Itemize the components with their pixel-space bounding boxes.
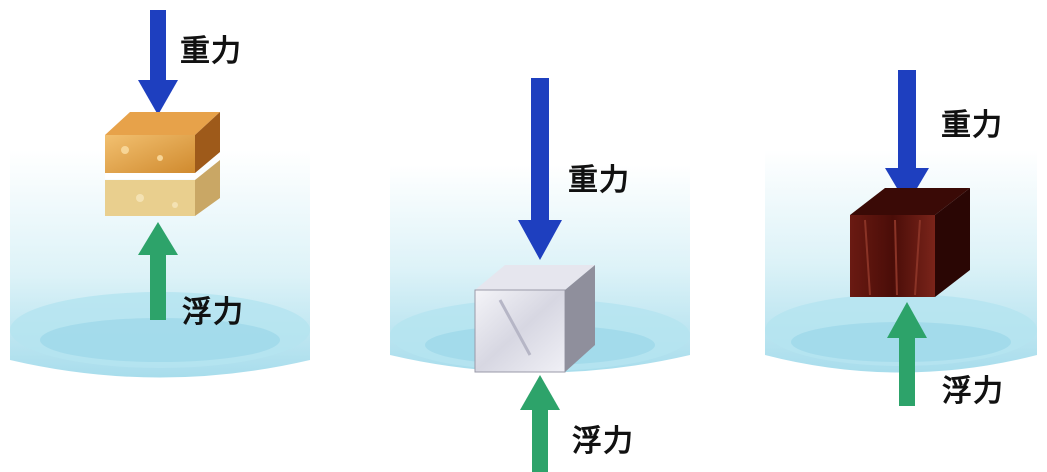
gravity-arrow <box>138 10 178 115</box>
panel-ice-cube: 重力 浮力 <box>380 0 700 472</box>
buoyancy-arrow <box>887 302 927 406</box>
dark-wood-cube <box>850 188 970 297</box>
buoyancy-label: 浮力 <box>572 424 634 459</box>
panel-wood-block: 重力 浮力 <box>0 0 330 472</box>
gravity-arrow <box>518 78 562 260</box>
buoyancy-arrow <box>520 375 560 472</box>
gravity-label: 重力 <box>941 108 1003 143</box>
gravity-arrow <box>885 70 929 205</box>
gravity-label: 重力 <box>180 34 242 69</box>
wood-block <box>105 112 220 216</box>
ice-cube <box>474 265 595 373</box>
panel-2-drawing <box>390 78 690 472</box>
buoyancy-label: 浮力 <box>942 374 1004 409</box>
panel-1-drawing <box>10 10 310 378</box>
buoyancy-arrow <box>138 222 178 320</box>
panel-3-drawing <box>765 70 1037 406</box>
gravity-label: 重力 <box>568 163 630 198</box>
buoyancy-label: 浮力 <box>182 295 244 330</box>
panel-dark-cube: 重力 浮力 <box>755 0 1047 472</box>
